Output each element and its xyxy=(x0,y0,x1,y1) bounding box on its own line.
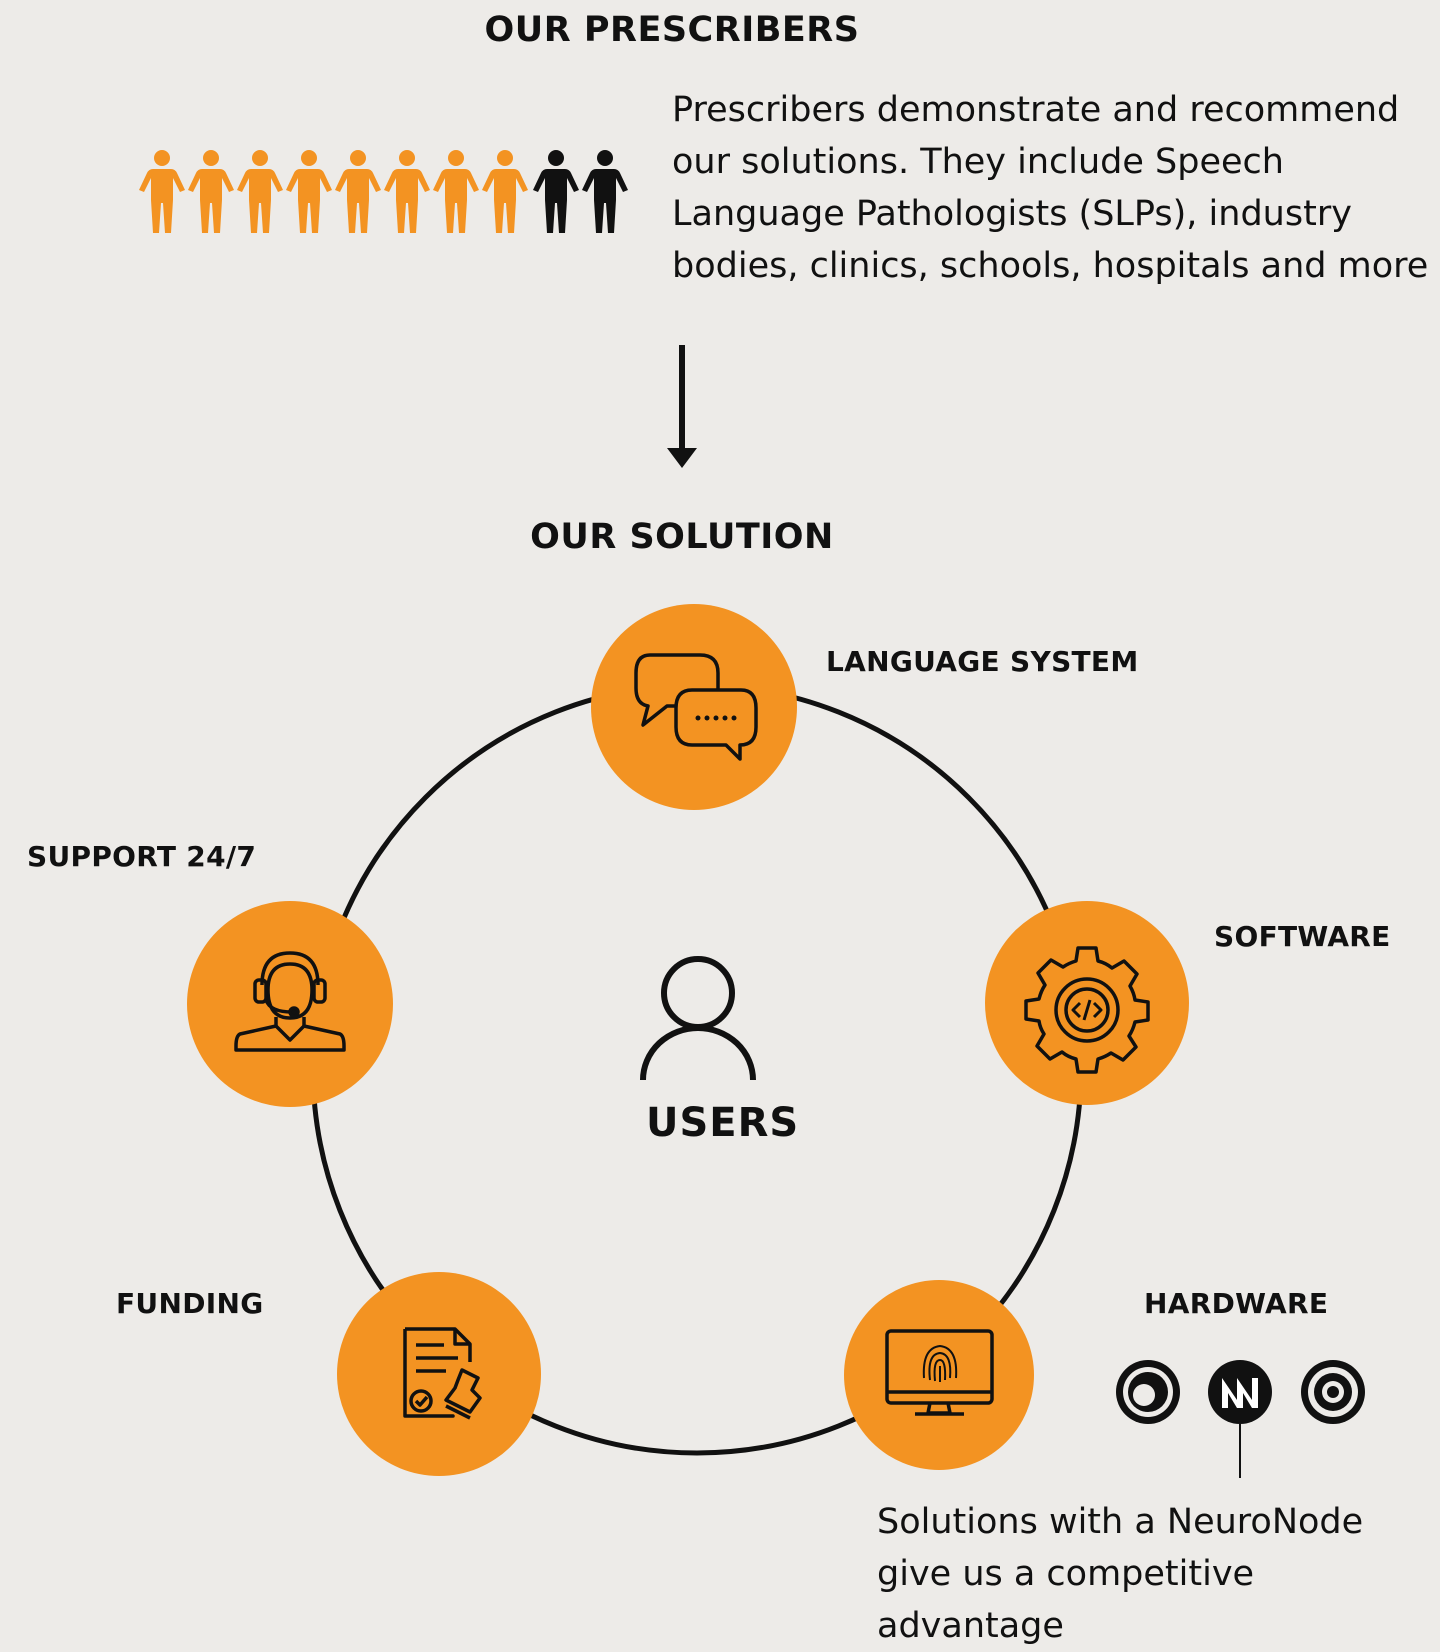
language-system-label: LANGUAGE SYSTEM xyxy=(826,645,1139,678)
headset-agent-icon xyxy=(234,951,346,1052)
hardware-label: HARDWARE xyxy=(1144,1287,1329,1320)
switch-logo-icon xyxy=(1301,1360,1365,1424)
person-icon xyxy=(582,150,628,233)
user-icon xyxy=(640,956,756,1081)
approved-document-stamp-icon xyxy=(403,1327,482,1420)
down-arrow-icon xyxy=(667,345,697,468)
speech-bubbles-icon xyxy=(634,653,758,761)
software-label: SOFTWARE xyxy=(1214,920,1391,953)
prescribers-people-icons xyxy=(139,150,628,233)
person-icon xyxy=(188,150,234,233)
prescribers-description: Prescribers demonstrate and recommend ou… xyxy=(672,90,1429,286)
person-icon xyxy=(139,150,185,233)
support-label: SUPPORT 24/7 xyxy=(27,840,257,873)
hardware-device-logos xyxy=(1116,1360,1365,1478)
users-label: USERS xyxy=(646,1100,800,1146)
language-system-node xyxy=(591,604,797,810)
diagram-canvas xyxy=(139,150,1365,1478)
support-node xyxy=(187,901,393,1107)
software-node xyxy=(985,901,1189,1105)
person-icon xyxy=(237,150,283,233)
person-icon xyxy=(533,150,579,233)
person-icon xyxy=(384,150,430,233)
person-icon xyxy=(482,150,528,233)
prescribers-title: OUR PRESCRIBERS xyxy=(484,10,860,50)
fingerprint-monitor-icon xyxy=(885,1329,994,1416)
person-icon xyxy=(335,150,381,233)
hardware-node xyxy=(844,1280,1034,1470)
person-icon xyxy=(433,150,479,233)
eye-gaze-logo-icon xyxy=(1116,1360,1180,1424)
funding-label: FUNDING xyxy=(116,1287,264,1320)
solution-title: OUR SOLUTION xyxy=(530,517,834,557)
code-gear-icon xyxy=(1024,946,1150,1074)
neuronode-logo-icon xyxy=(1208,1360,1272,1478)
person-icon xyxy=(286,150,332,233)
funding-node xyxy=(337,1272,541,1476)
